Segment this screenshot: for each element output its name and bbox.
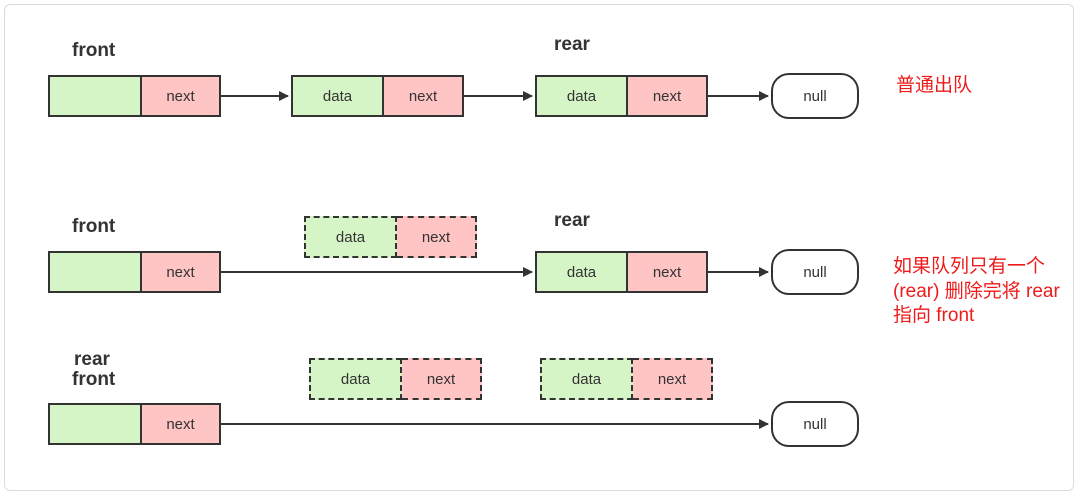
node2-next-cell: next	[628, 251, 708, 293]
removed-node-next-cell: next	[402, 358, 482, 400]
front-label: front	[72, 216, 116, 237]
node1-next-cell: next	[384, 75, 464, 117]
removed-node-next-cell: next	[633, 358, 713, 400]
rear-label: rear	[554, 34, 590, 55]
head-next-cell: next	[142, 403, 221, 445]
note-single-node-line1: 如果队列只有一个	[893, 256, 1046, 277]
node2-data-cell: data	[535, 75, 628, 117]
rear-label: rear	[554, 210, 590, 231]
removed-node-data-cell: data	[540, 358, 633, 400]
head-next-cell: next	[142, 251, 221, 293]
front-label: front	[72, 40, 116, 61]
null-node: null	[771, 73, 859, 119]
note-single-node-line3: 指向 front	[893, 305, 975, 326]
removed-node-data-cell: data	[304, 216, 397, 258]
note-normal-dequeue: 普通出队	[896, 75, 973, 96]
node2-next-cell: next	[628, 75, 708, 117]
null-node: null	[771, 249, 859, 295]
node1-data-cell: data	[291, 75, 384, 117]
node2-data-cell: data	[535, 251, 628, 293]
rear-label: rear	[74, 349, 110, 370]
head-data-cell	[48, 75, 142, 117]
head-data-cell	[48, 251, 142, 293]
diagram-border	[4, 4, 1074, 491]
null-node: null	[771, 401, 859, 447]
front-label: front	[72, 369, 116, 390]
head-data-cell	[48, 403, 142, 445]
removed-node-data-cell: data	[309, 358, 402, 400]
removed-node-next-cell: next	[397, 216, 477, 258]
note-single-node-line2: (rear) 删除完将 rear	[893, 281, 1060, 302]
head-next-cell: next	[142, 75, 221, 117]
